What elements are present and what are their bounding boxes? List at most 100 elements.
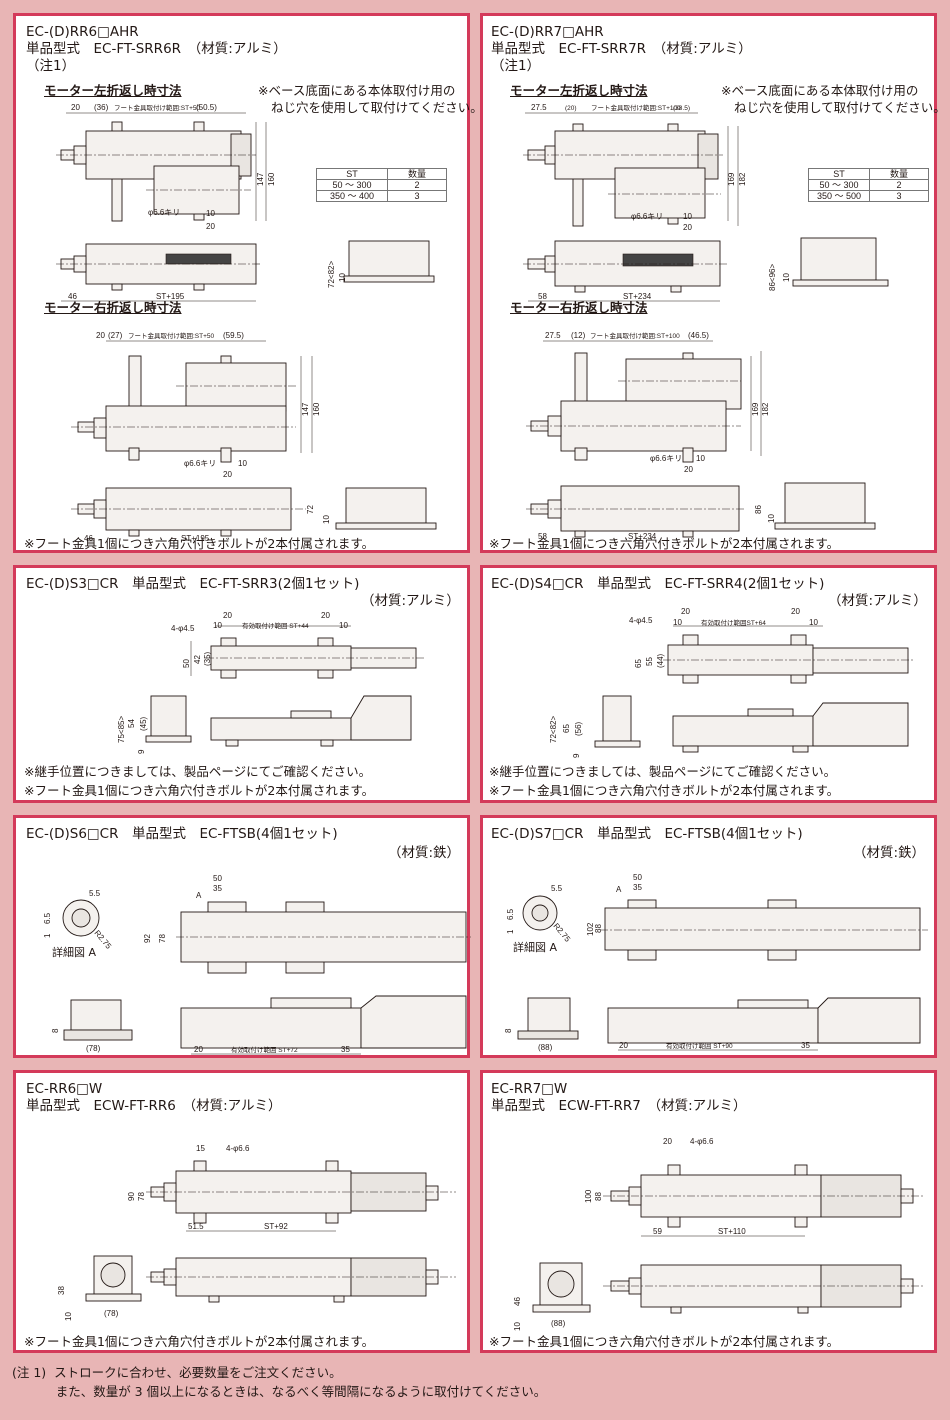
end-view [348, 240, 430, 277]
dim-10b: 10 [339, 621, 348, 630]
end-view [602, 695, 632, 742]
dim-5-5: 5.5 [551, 884, 563, 893]
dim-45: (45) [139, 716, 148, 731]
material: （材質:アルミ） [828, 593, 927, 609]
panel-s3-cr: EC-(D)S3□CR 単品型式 EC-FT-SRR3(2個1セット) （材質:… [13, 565, 470, 803]
dim-range-r: フート金具取付け範囲:ST+100 [590, 331, 680, 340]
dim-35: 35 [633, 883, 642, 892]
dim-38: 38 [57, 1286, 66, 1295]
side-view-body [672, 715, 814, 747]
s4-drawing: 20 4-φ4.5 10 有効取付け範囲ST+64 20 10 65 55 (4… [549, 607, 913, 758]
hole-label: φ6.6キリ [631, 212, 663, 221]
title: EC-(D)S7□CR 単品型式 EC-FTSB(4個1セット) [491, 826, 803, 842]
dim-56: (56) [574, 721, 583, 736]
dim-10: 10 [206, 209, 215, 218]
right-fold-title: モーター右折返し時寸法 [44, 300, 182, 315]
dim-169-r: 169 [751, 402, 760, 416]
s7-drawing: 5.5 6.5 1 R2.75 詳細図 A 50 35 A 102 88 8 (… [504, 873, 928, 1052]
dim-75: 75<85> [117, 716, 126, 743]
material: （材質:鉄） [388, 845, 461, 861]
dim-10-r: 10 [696, 454, 705, 463]
title: EC-(D)S3□CR 単品型式 EC-FT-SRR3(2個1セット) [26, 576, 360, 592]
dim-27-5: 27.5 [531, 103, 547, 112]
dim-90: 90 [127, 1192, 136, 1201]
dim-20b: 20 [683, 223, 692, 232]
model-title: EC-(D)RR7□AHR [491, 24, 604, 40]
dim-8: 8 [51, 1028, 60, 1033]
footer-note: ※フート金具1個につき六角穴付きボルトが2本付属されます。 [489, 1334, 840, 1349]
dim-range: 有効取付け範囲ST+64 [701, 618, 766, 627]
hole-label-r: φ6.6キリ [650, 454, 682, 463]
joint-note: ※継手位置につきましては、製品ページにてご確認ください。 [489, 764, 837, 779]
title: EC-(D)S4□CR 単品型式 EC-FT-SRR4(2個1セット) [491, 576, 825, 592]
rr7w-drawing: 20 4-φ6.6 100 88 59 ST+110 46 10 (88) [513, 1137, 923, 1331]
dim-50: 50 [633, 873, 642, 882]
dim-20: (20) [565, 105, 577, 112]
dim-range-r: フート金具取付け範囲:ST+50 [128, 331, 215, 340]
dim-27-5-r: 27.5 [545, 331, 561, 340]
dim-102: 102 [586, 922, 595, 936]
dim-86-r: 86 [754, 505, 763, 514]
hole-label: 4-φ4.5 [171, 624, 195, 633]
dim-st: ST+110 [718, 1227, 746, 1236]
end-view [800, 237, 877, 281]
left-fold-title: モーター左折返し時寸法 [510, 83, 648, 98]
model-title: EC-RR7□W [491, 1081, 568, 1097]
dim-20a: 20 [223, 611, 232, 620]
rr6w-drawing: 15 4-φ6.6 90 78 51.5 ST+92 38 10 (78) [57, 1144, 456, 1321]
dim-10a: 10 [673, 618, 682, 627]
hole-label: 4-φ6.6 [690, 1137, 714, 1146]
dim-35b: 35 [801, 1041, 810, 1050]
dim-46: 46 [68, 292, 77, 301]
dim-w78: (78) [86, 1044, 101, 1053]
dim-50: 50 [213, 874, 222, 883]
dim-72: 72<82> [549, 716, 558, 743]
dim-1: 1 [506, 929, 515, 934]
dim-86: 86<96> [768, 264, 777, 291]
dim-50: 50 [182, 659, 191, 668]
dim-st: ST+234 [623, 292, 652, 301]
joint-note: ※継手位置につきましては、製品ページにてご確認ください。 [24, 764, 372, 779]
dim-46-r: 46 [84, 534, 93, 543]
dim-51-5: 51.5 [188, 1222, 204, 1231]
note-ref: （注1） [491, 58, 541, 74]
dim-15: 15 [196, 1144, 205, 1153]
part-line: 単品型式 EC-FT-SRR7R （材質:アルミ） [491, 41, 752, 57]
hole-label: 4-φ6.6 [226, 1144, 250, 1153]
left-fold-title: モーター左折返し時寸法 [44, 83, 182, 98]
dim-46: 46 [513, 1297, 522, 1306]
hole-label: 4-φ4.5 [629, 616, 653, 625]
part-line: 単品型式 ECW-FT-RR7 （材質:アルミ） [491, 1098, 747, 1114]
footer-note: ※フート金具1個につき六角穴付きボルトが2本付属されます。 [24, 536, 375, 551]
base-note-1: ※ベース底面にある本体取付け用の [258, 83, 456, 98]
panel-s4-cr: EC-(D)S4□CR 単品型式 EC-FT-SRR4(2個1セット) （材質:… [480, 565, 937, 803]
panel-rr7-ahr: EC-(D)RR7□AHR 単品型式 EC-FT-SRR7R （材質:アルミ） … [480, 13, 946, 553]
dim-20: 20 [194, 1045, 203, 1054]
dim-6-5: 6.5 [43, 912, 52, 924]
dim-42: 42 [193, 655, 202, 664]
end-view-r [784, 482, 866, 524]
dim-10-end: 10 [782, 273, 791, 282]
dim-147-r: 147 [301, 402, 310, 416]
dim-59: 59 [653, 1227, 662, 1236]
side-view-body [180, 1007, 362, 1049]
dim-147: 147 [256, 172, 265, 186]
footnote-line-2: また、数量が 3 個以上になるときは、なるべく等間隔になるように取付けてください… [12, 1384, 547, 1399]
dim-46-5: (46.5) [688, 331, 709, 340]
dim-38-5: (38.5) [673, 105, 690, 112]
part-line: 単品型式 ECW-FT-RR6 （材質:アルミ） [26, 1098, 282, 1114]
footer-note: ※フート金具1個につき六角穴付きボルトが2本付属されます。 [489, 536, 840, 551]
detail-label: 詳細図 A [513, 940, 557, 954]
footer-note: ※フート金具1個につき六角穴付きボルトが2本付属されます。 [24, 1334, 375, 1349]
dim-54: 54 [127, 719, 136, 728]
end-view [70, 999, 122, 1031]
dim-10-end-r: 10 [322, 515, 331, 524]
dim-35b: 35 [341, 1045, 350, 1054]
dim-182: 182 [738, 172, 747, 186]
dim-st-r: ST+195 [181, 534, 210, 543]
dim-35: 35 [213, 884, 222, 893]
